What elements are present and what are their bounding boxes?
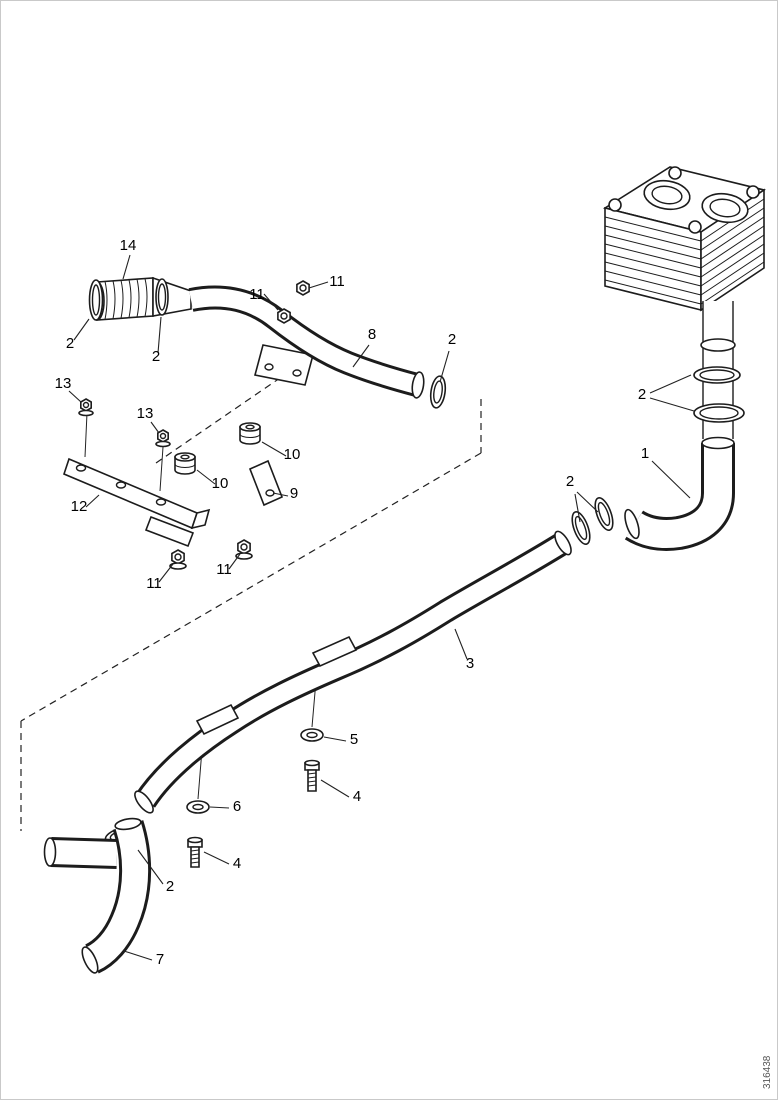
callout-4-upper: 4 (353, 788, 361, 805)
callout-11-lower-right: 11 (216, 561, 232, 578)
leader-lines (68, 254, 695, 961)
hose-clamp-2-pipe8 (429, 375, 447, 409)
callout-3: 3 (466, 655, 474, 672)
callout-11-lower-left: 11 (146, 575, 162, 592)
callout-4-lower: 4 (233, 855, 241, 872)
callout-10-left: 10 (212, 475, 229, 492)
washer-6 (186, 800, 210, 814)
callout-2-mid: 2 (566, 473, 574, 490)
callout-10-right: 10 (284, 446, 301, 463)
washer-5 (300, 728, 324, 742)
drawing-number: 316438 (762, 1055, 773, 1089)
small-bracket-9 (248, 459, 284, 507)
callout-2-pipe8: 2 (448, 331, 456, 348)
callout-labels: 14 2 2 11 11 8 2 13 13 10 10 9 12 11 11 … (55, 237, 650, 968)
construction-lines (20, 366, 482, 831)
nut-11-upper-right (296, 280, 310, 296)
bolt-4-lower (187, 836, 203, 868)
callout-11-upper-right: 11 (329, 273, 345, 290)
lower-elbow-hose-7 (43, 817, 152, 974)
nut-11-upper-left (277, 308, 291, 324)
callout-8: 8 (368, 326, 376, 343)
hose-clamp-2-mid-b (571, 511, 591, 545)
elbow-hose-1 (624, 436, 735, 551)
callout-12: 12 (71, 498, 88, 515)
callout-6: 6 (233, 798, 241, 815)
callout-5: 5 (350, 731, 358, 748)
support-bracket-12 (63, 457, 211, 548)
upper-pipe-8 (188, 285, 425, 399)
callout-2-cooler: 2 (638, 386, 646, 403)
long-pipe-3 (134, 530, 572, 814)
callout-13-left: 13 (55, 375, 72, 392)
callout-14: 14 (120, 237, 137, 254)
charge-air-cooler (602, 166, 766, 439)
nut-13-right (155, 429, 171, 448)
corrugated-hose-14 (88, 276, 192, 321)
callout-2-bottom: 2 (166, 878, 174, 895)
callout-13-right: 13 (137, 405, 154, 422)
callout-9: 9 (290, 485, 298, 502)
hose-clamp-2-cooler-lower (693, 403, 745, 423)
hose-clamp-2-cooler-upper (693, 366, 741, 384)
callout-11-upper-left: 11 (249, 286, 265, 303)
bushing-10-left (174, 452, 196, 475)
callout-2-hose14-right: 2 (152, 348, 160, 365)
nut-11-lower-left (169, 549, 187, 570)
assembly-axis-lines (84, 412, 318, 800)
bolt-4-upper (304, 759, 320, 792)
bushing-10-right (239, 422, 261, 445)
callout-1: 1 (641, 445, 649, 462)
nut-11-lower-right (235, 539, 253, 560)
callout-7: 7 (156, 951, 164, 968)
hose-clamp-2-mid-a (594, 497, 614, 531)
callout-2-hose14-left: 2 (66, 335, 74, 352)
